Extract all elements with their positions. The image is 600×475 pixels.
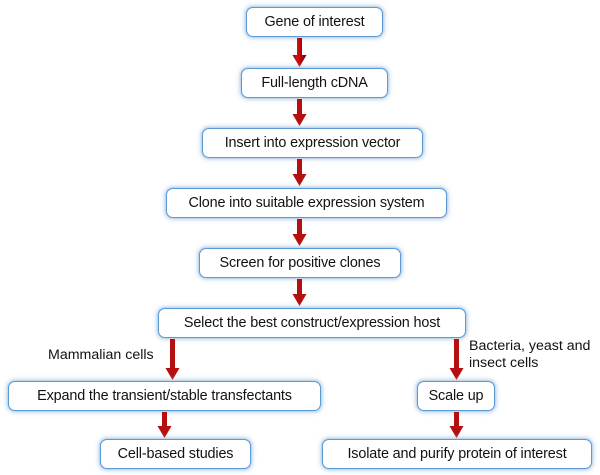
node-label: Scale up — [428, 387, 484, 404]
down-arrow-icon — [291, 279, 308, 307]
down-arrow-icon — [448, 412, 465, 439]
node-label: Clone into suitable expression system — [188, 194, 425, 211]
node-label: Isolate and purify protein of interest — [347, 445, 567, 462]
node-isolate-and-purify-protein-of-interest[interactable]: Isolate and purify protein of interest — [322, 439, 592, 469]
node-scale-up[interactable]: Scale up — [417, 381, 495, 411]
down-arrow-icon — [156, 412, 173, 439]
node-label: Insert into expression vector — [224, 134, 401, 151]
down-arrow-icon — [164, 339, 181, 381]
node-clone-into-suitable-expression-system[interactable]: Clone into suitable expression system — [166, 188, 447, 218]
node-full-length-cdna[interactable]: Full-length cDNA — [241, 68, 388, 98]
node-select-best-construct-expression-host[interactable]: Select the best construct/expression hos… — [158, 308, 466, 338]
edge-label-bacteria-yeast-insect-cells: Bacteria, yeast and insect cells — [469, 338, 591, 371]
node-label: Screen for positive clones — [219, 254, 381, 271]
node-label: Full-length cDNA — [261, 74, 368, 91]
down-arrow-icon — [291, 38, 308, 68]
node-label: Expand the transient/stable transfectant… — [37, 387, 292, 404]
node-gene-of-interest[interactable]: Gene of interest — [246, 7, 383, 37]
node-label: Select the best construct/expression hos… — [183, 314, 441, 331]
down-arrow-icon — [291, 159, 308, 187]
down-arrow-icon — [448, 339, 465, 381]
node-expand-transient-stable-transfectants[interactable]: Expand the transient/stable transfectant… — [8, 381, 321, 411]
edge-label-mammalian-cells: Mammalian cells — [48, 347, 154, 363]
node-screen-for-positive-clones[interactable]: Screen for positive clones — [199, 248, 401, 278]
node-label: Cell-based studies — [117, 445, 234, 462]
node-insert-into-expression-vector[interactable]: Insert into expression vector — [202, 128, 423, 158]
node-label: Gene of interest — [264, 13, 365, 30]
down-arrow-icon — [291, 219, 308, 247]
node-cell-based-studies[interactable]: Cell-based studies — [100, 439, 251, 469]
down-arrow-icon — [291, 99, 308, 127]
